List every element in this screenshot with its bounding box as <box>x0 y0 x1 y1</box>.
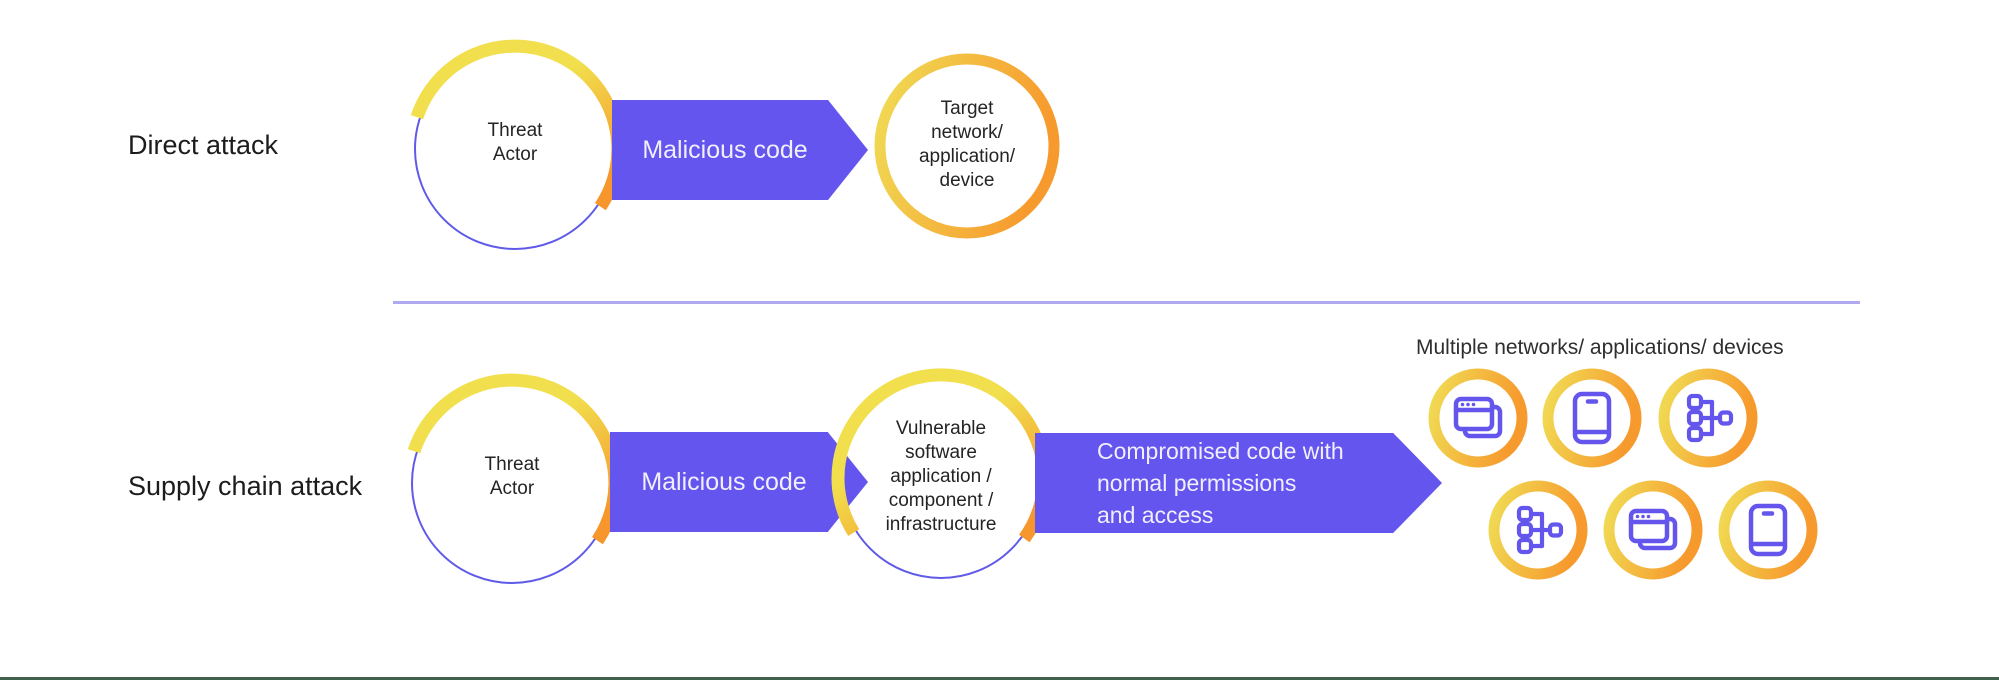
supply-chain-attack-label: Supply chain attack <box>128 471 363 501</box>
badge-ring-icon <box>1542 368 1642 468</box>
target-label: Target network/ application/ device <box>918 98 1016 191</box>
badge-ring-icon <box>1718 480 1818 580</box>
target-ring-icon <box>874 53 1060 239</box>
target-badge <box>1542 368 1642 468</box>
smartphone-icon <box>1572 391 1612 445</box>
target-badge <box>1488 480 1588 580</box>
direct-attack-label: Direct attack <box>128 130 279 160</box>
target-badge <box>1718 480 1818 580</box>
badge-ring-icon <box>1603 480 1703 580</box>
footer-rule <box>0 677 1999 680</box>
vulnerable-software-label: Vulnerable software application / compon… <box>885 418 997 535</box>
badge-ring-icon <box>1658 368 1758 468</box>
badge-ring-icon <box>1428 368 1528 468</box>
smartphone-icon <box>1748 503 1788 557</box>
badge-ring-icon <box>1488 480 1588 580</box>
threat-actor-label-2: Threat Actor <box>484 454 540 499</box>
network-tree-icon <box>1516 505 1564 555</box>
target-badge <box>1603 480 1703 580</box>
malicious-code-arrow: Malicious code <box>612 100 868 200</box>
compromised-code-arrow: Compromised code with normal permissions… <box>1035 433 1442 533</box>
browser-windows-icon <box>1628 508 1678 551</box>
section-divider <box>393 301 1860 304</box>
network-tree-icon <box>1686 393 1734 443</box>
target-badge <box>1658 368 1758 468</box>
malicious-code-arrow-2: Malicious code <box>610 432 868 532</box>
threat-actor-label: Threat Actor <box>487 120 543 165</box>
multiple-targets-caption: Multiple networks/ applications/ devices <box>1416 336 1784 359</box>
malicious-code-arrow-label: Malicious code <box>642 135 808 164</box>
target-badge <box>1428 368 1528 468</box>
malicious-code-arrow-2-label: Malicious code <box>641 467 807 496</box>
compromised-code-arrow-label: Compromised code with normal permissions… <box>1097 438 1344 528</box>
browser-windows-icon <box>1453 396 1503 439</box>
